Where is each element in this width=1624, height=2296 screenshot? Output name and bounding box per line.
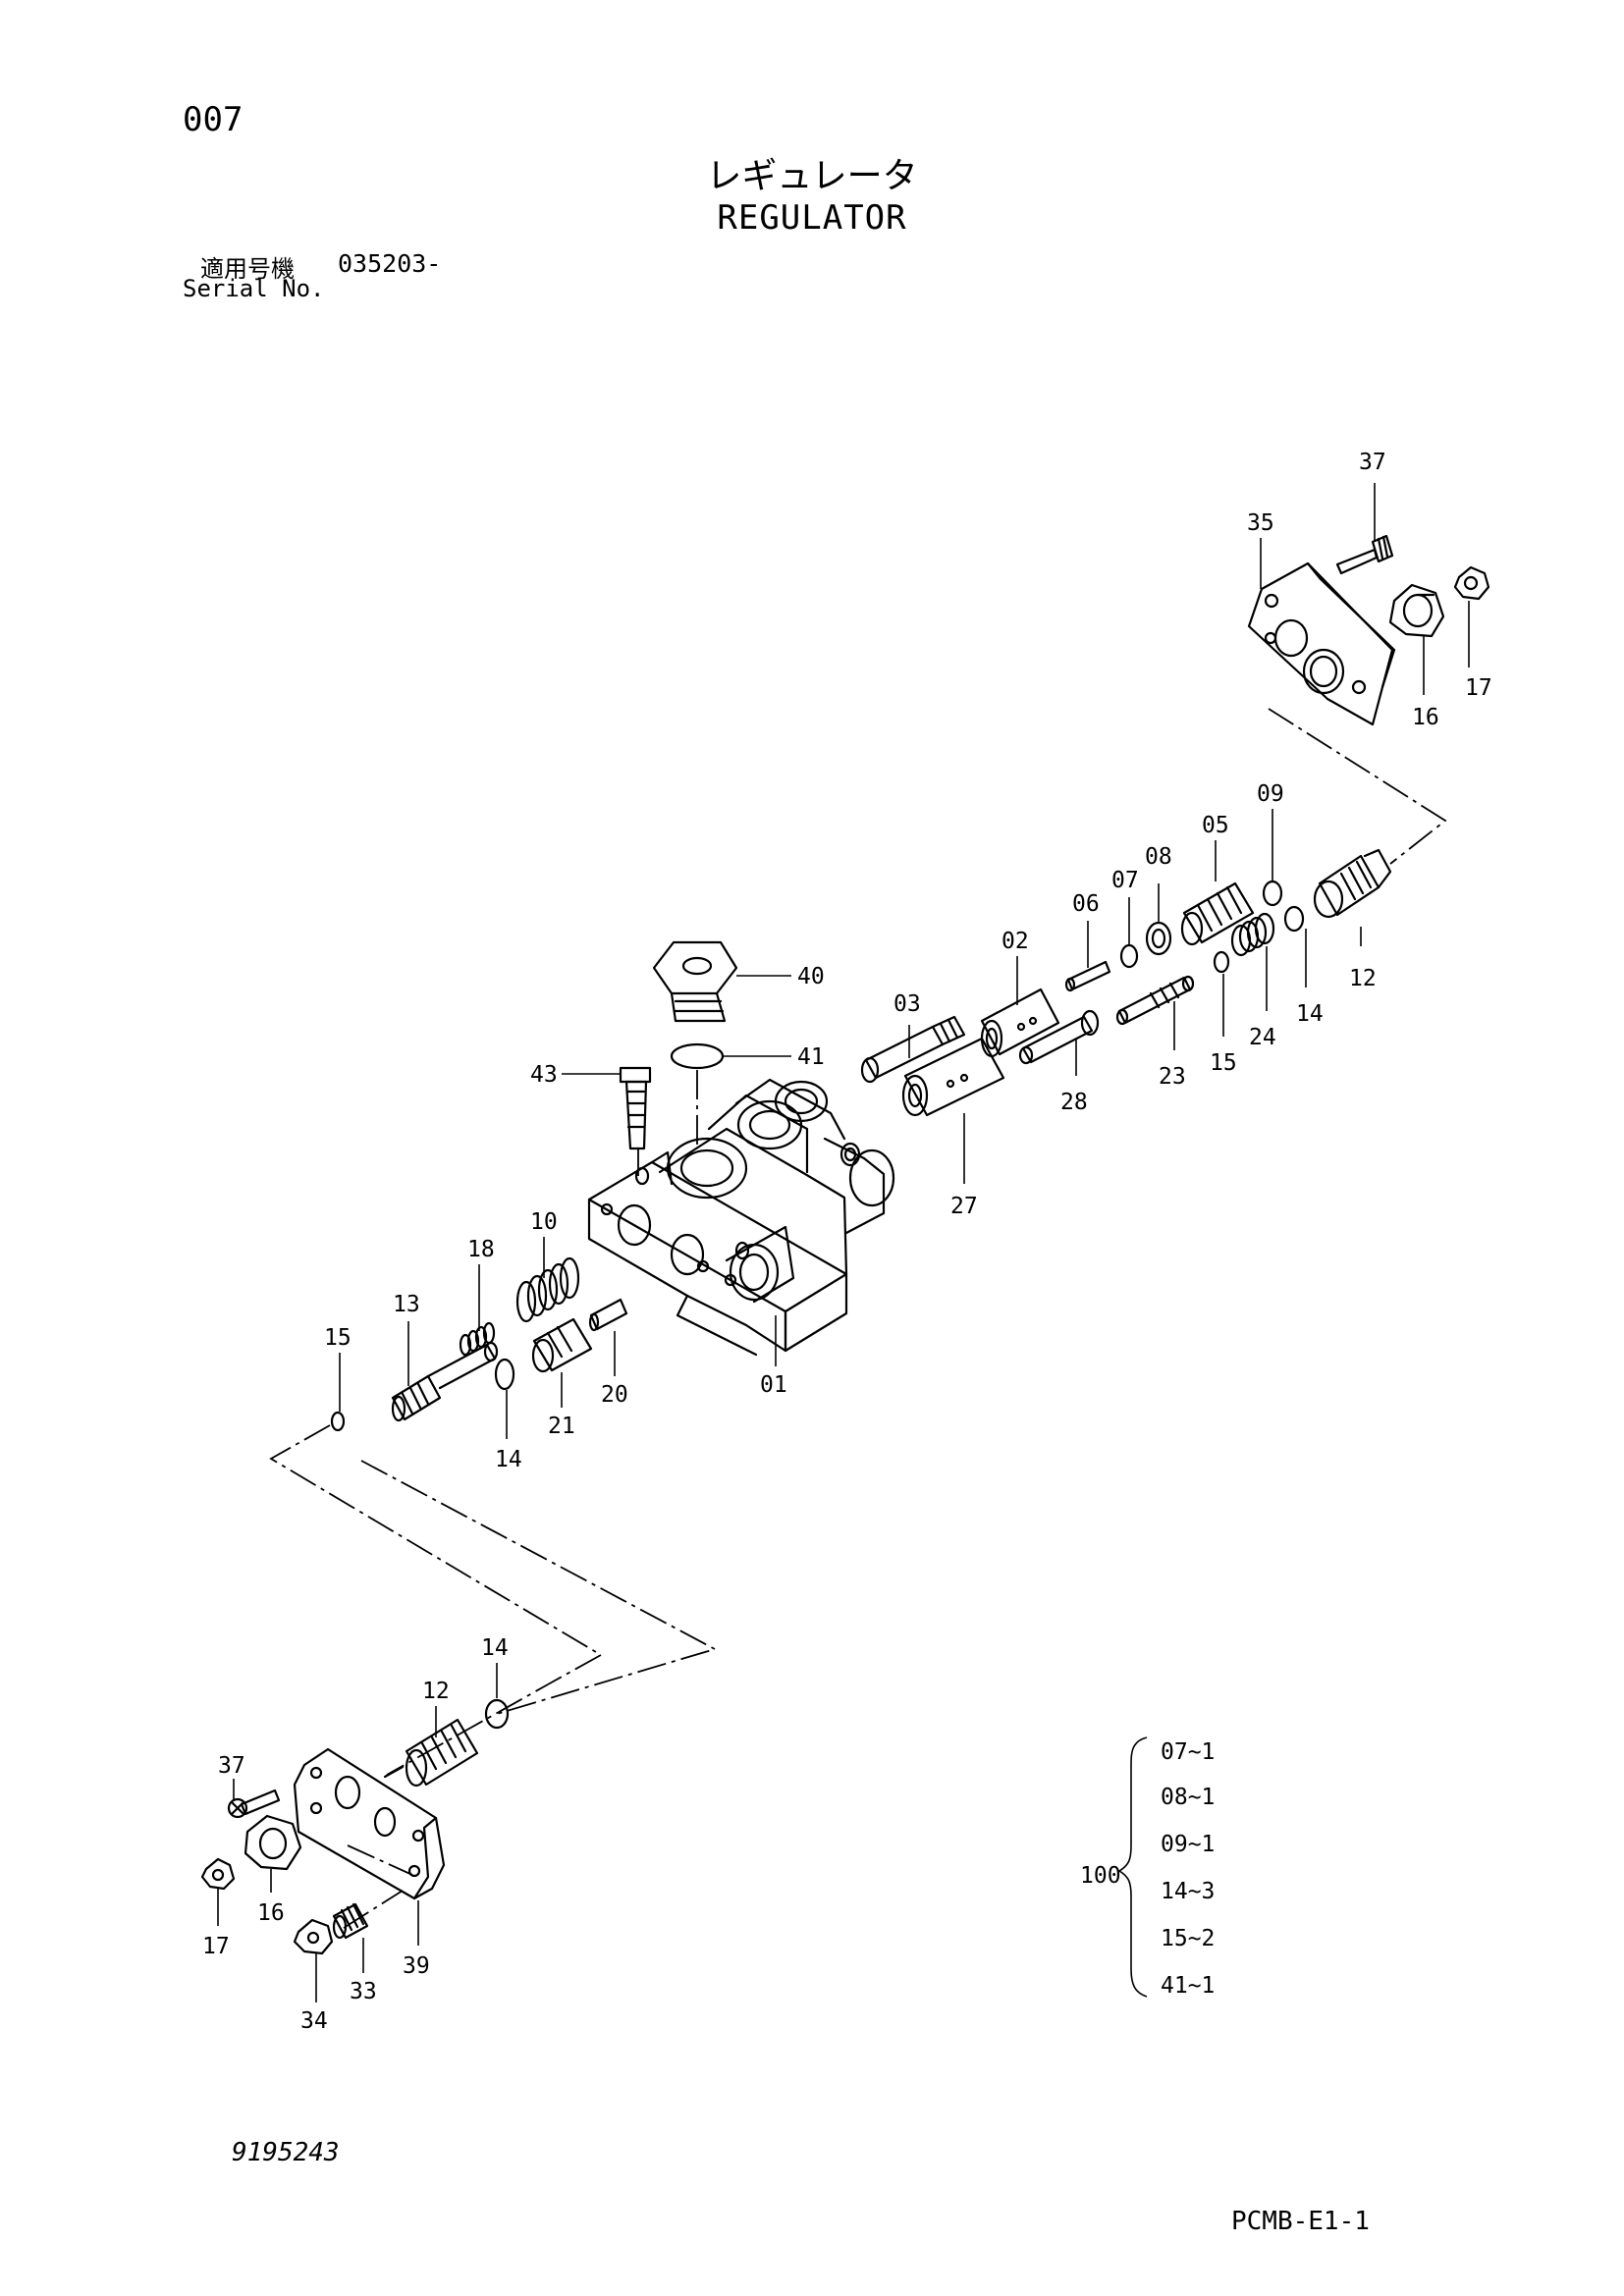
upper-nut-16 (1388, 583, 1445, 638)
callout-01: 01 (760, 1372, 787, 1398)
callout-41: 41 (797, 1044, 825, 1070)
leader-lines (217, 483, 1470, 2002)
callout-34: 34 (300, 2008, 328, 2034)
sleeve-27 (901, 1037, 1005, 1117)
callout-27: 27 (950, 1194, 978, 1219)
catalog-code: PCMB-E1-1 (1231, 2207, 1370, 2236)
spool-13 (391, 1341, 499, 1422)
pin-06 (1064, 960, 1111, 992)
centerlines (269, 708, 1447, 1929)
callout-14-upper: 14 (1296, 1001, 1324, 1027)
kit-number: 100 (1080, 1863, 1121, 1889)
callout-02: 02 (1001, 929, 1029, 954)
oring-14-upper (1283, 905, 1305, 933)
callout-10: 10 (530, 1209, 558, 1235)
spool-21 (531, 1317, 593, 1373)
callout-15-upper: 15 (1210, 1050, 1237, 1076)
callout-08: 08 (1145, 844, 1172, 870)
bolt-43 (619, 1066, 652, 1150)
oring-09 (1262, 880, 1283, 907)
sleeve-05 (1180, 881, 1255, 946)
callout-24: 24 (1249, 1025, 1276, 1050)
callout-21: 21 (548, 1414, 575, 1439)
kit-item: 41~1 (1161, 1973, 1216, 1999)
spring-24 (1230, 912, 1275, 957)
kit-item: 14~3 (1161, 1879, 1216, 1904)
title-japanese: レギュレータ (706, 156, 918, 196)
callout-16-lower: 16 (257, 1900, 285, 1926)
spring-10 (515, 1256, 580, 1323)
kit-item: 09~1 (1161, 1832, 1216, 1857)
callout-35: 35 (1247, 510, 1274, 536)
callout-labels: 37 35 17 16 09 05 08 07 06 02 03 40 41 4… (202, 450, 1492, 2034)
lower-nut-17 (200, 1857, 236, 1891)
washer-08 (1145, 921, 1172, 956)
serial-label-english: Serial No. (183, 275, 325, 302)
drawing-number: 9195243 (232, 2138, 340, 2167)
callout-12-upper: 12 (1349, 966, 1377, 991)
plug-40 (652, 940, 738, 1023)
kit-item: 15~2 (1161, 1926, 1216, 1951)
callout-17-upper: 17 (1465, 675, 1492, 701)
callout-05: 05 (1202, 813, 1229, 838)
callout-33: 33 (350, 1979, 377, 2004)
plug-03 (860, 1015, 966, 1084)
callout-18: 18 (467, 1237, 495, 1262)
lower-bolt-37 (227, 1789, 281, 1819)
serial-value: 035203- (338, 249, 442, 278)
oring-07 (1119, 943, 1139, 969)
title-english: REGULATOR (717, 198, 907, 238)
callout-28: 28 (1060, 1090, 1088, 1115)
oring-41 (670, 1042, 725, 1070)
callout-06: 06 (1072, 891, 1100, 917)
callout-40: 40 (797, 964, 825, 989)
callout-23: 23 (1159, 1064, 1186, 1090)
callout-43: 43 (530, 1062, 558, 1088)
page-number: 007 (183, 100, 244, 139)
callout-20: 20 (601, 1382, 628, 1408)
oring-14-lower (484, 1698, 510, 1730)
callout-15-left: 15 (324, 1325, 352, 1351)
setscrew-33 (332, 1902, 369, 1940)
callout-07: 07 (1111, 868, 1139, 893)
serial-label-japanese: 適用号機 (200, 255, 295, 283)
callout-13: 13 (393, 1292, 420, 1317)
lower-nut-16 (244, 1814, 302, 1871)
oring-15-left (330, 1411, 346, 1432)
callout-16-upper: 16 (1412, 705, 1439, 730)
callout-39: 39 (403, 1953, 430, 1979)
housing-01 (587, 1078, 895, 1357)
callout-37-upper: 37 (1359, 450, 1386, 475)
oring-14-left (494, 1358, 515, 1391)
upper-bolt-37 (1335, 534, 1394, 575)
upper-flange-35 (1247, 561, 1396, 726)
callout-17-lower: 17 (202, 1934, 230, 1959)
lower-spool-12 (383, 1718, 479, 1788)
callout-14-left: 14 (495, 1447, 522, 1472)
spool-28 (1018, 1009, 1100, 1065)
kit-item: 07~1 (1161, 1739, 1216, 1765)
kit-item: 08~1 (1161, 1785, 1216, 1810)
callout-09: 09 (1257, 781, 1284, 807)
pin-20 (588, 1298, 628, 1332)
lower-nut-34 (293, 1918, 334, 1955)
spool-23 (1115, 975, 1195, 1026)
callout-03: 03 (893, 991, 921, 1017)
upper-nut-17 (1453, 565, 1490, 601)
spool-12-upper (1313, 848, 1392, 919)
sleeve-02 (980, 988, 1060, 1058)
lower-flange-39 (293, 1747, 446, 1900)
callout-37-lower: 37 (218, 1753, 245, 1779)
callout-14-lower: 14 (481, 1635, 509, 1661)
callout-12-lower: 12 (422, 1679, 450, 1704)
oring-15-upper (1213, 950, 1230, 974)
